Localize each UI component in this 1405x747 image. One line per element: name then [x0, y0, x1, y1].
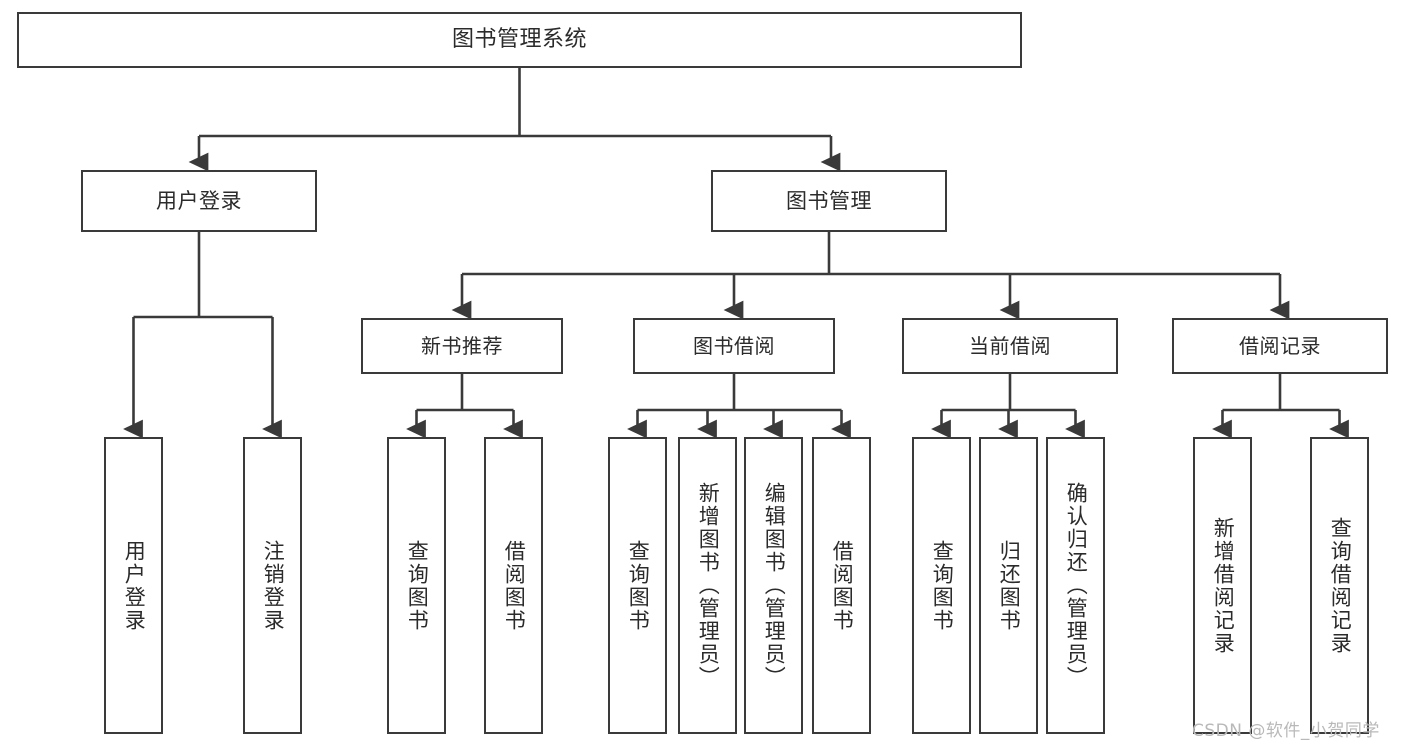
leaf-user-login[interactable]: 用户登录	[104, 437, 163, 734]
leaf-label: 归还图书	[997, 539, 1022, 632]
node-book-borrow[interactable]: 图书借阅	[633, 318, 835, 374]
node-current-borrow-label: 当前借阅	[969, 334, 1051, 358]
node-user-login-label: 用户登录	[156, 188, 242, 213]
leaf-label: 查询图书	[930, 539, 955, 632]
node-borrow-record[interactable]: 借阅记录	[1172, 318, 1388, 374]
leaf-label: 查询图书	[626, 539, 651, 632]
node-new-book-recommend-label: 新书推荐	[421, 334, 503, 358]
node-user-login[interactable]: 用户登录	[81, 170, 317, 232]
node-book-borrow-label: 图书借阅	[693, 334, 775, 358]
node-root[interactable]: 图书管理系统	[17, 12, 1022, 68]
leaf-label: 编辑图书（管理员）	[762, 482, 787, 689]
leaf-logout[interactable]: 注销登录	[243, 437, 302, 734]
leaf-label: 查询图书	[405, 539, 430, 632]
leaf-label: 注销登录	[261, 539, 286, 632]
leaf-label: 新增借阅记录	[1211, 516, 1236, 655]
leaf-label: 查询借阅记录	[1328, 516, 1353, 655]
leaf-label: 用户登录	[122, 539, 147, 632]
leaf-query-borrow-record[interactable]: 查询借阅记录	[1310, 437, 1369, 734]
leaf-label: 借阅图书	[830, 539, 855, 632]
node-borrow-record-label: 借阅记录	[1239, 334, 1321, 358]
node-book-management-label: 图书管理	[786, 188, 872, 213]
leaf-label: 确认归还（管理员）	[1064, 482, 1089, 689]
leaf-add-book-admin[interactable]: 新增图书（管理员）	[678, 437, 737, 734]
leaf-edit-book-admin[interactable]: 编辑图书（管理员）	[744, 437, 803, 734]
csdn-watermark: CSDN @软件_小贺同学	[1192, 721, 1380, 741]
leaf-confirm-return-admin[interactable]: 确认归还（管理员）	[1046, 437, 1105, 734]
leaf-borrow-book[interactable]: 借阅图书	[812, 437, 871, 734]
leaf-query-book-recommend[interactable]: 查询图书	[387, 437, 446, 734]
leaf-query-book-current[interactable]: 查询图书	[912, 437, 971, 734]
leaf-borrow-book-recommend[interactable]: 借阅图书	[484, 437, 543, 734]
leaf-label: 新增图书（管理员）	[696, 482, 721, 689]
leaf-label: 借阅图书	[502, 539, 527, 632]
leaf-query-book-borrow[interactable]: 查询图书	[608, 437, 667, 734]
node-book-management[interactable]: 图书管理	[711, 170, 947, 232]
node-current-borrow[interactable]: 当前借阅	[902, 318, 1118, 374]
node-root-label: 图书管理系统	[451, 27, 587, 52]
leaf-add-borrow-record[interactable]: 新增借阅记录	[1193, 437, 1252, 734]
leaf-return-book[interactable]: 归还图书	[979, 437, 1038, 734]
node-new-book-recommend[interactable]: 新书推荐	[361, 318, 563, 374]
